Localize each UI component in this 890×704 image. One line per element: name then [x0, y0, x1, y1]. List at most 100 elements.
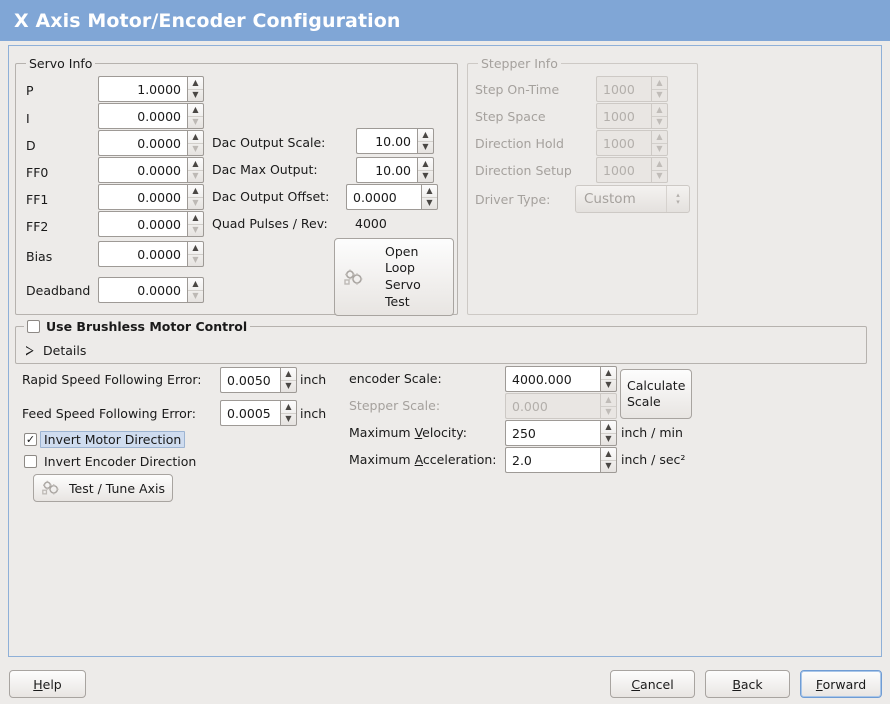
calculate-scale-button[interactable]: Calculate Scale	[620, 369, 692, 419]
spin-up-icon[interactable]: ▲	[605, 421, 612, 431]
spin-down-icon[interactable]: ▼	[188, 253, 203, 267]
servo-spin-deadband-buttons[interactable]: ▲ ▼	[187, 277, 204, 303]
spin-up-icon[interactable]: ▲	[422, 129, 429, 139]
servo-spin-deadband[interactable]: 0.0000 ▲ ▼	[98, 277, 204, 303]
help-button[interactable]: Help	[9, 670, 86, 698]
feed-following-error-value[interactable]: 0.0005	[220, 400, 280, 426]
spin-up-icon[interactable]: ▲	[605, 367, 612, 377]
spin-down-icon[interactable]: ▼	[188, 196, 203, 210]
spin-down-icon[interactable]: ▼	[188, 223, 203, 237]
rapid-following-error-spin[interactable]: 0.0050 ▲ ▼	[220, 367, 297, 393]
spin-up-icon[interactable]: ▲	[192, 77, 199, 87]
feed-following-error-spin[interactable]: 0.0005 ▲ ▼	[220, 400, 297, 426]
servo-spin-p[interactable]: 1.0000 ▲ ▼	[98, 76, 204, 102]
dac-max-output-spin[interactable]: 10.00 ▲ ▼	[356, 157, 434, 183]
spin-up-icon[interactable]: ▲	[192, 242, 199, 252]
servo-spin-ff0[interactable]: 0.0000 ▲ ▼	[98, 157, 204, 183]
spin-down-icon[interactable]: ▼	[188, 142, 203, 156]
spin-up-icon[interactable]: ▲	[285, 368, 292, 378]
chevron-right-icon[interactable]	[26, 346, 34, 356]
spin-down-icon[interactable]: ▼	[188, 289, 203, 303]
servo-spin-ff2-value[interactable]: 0.0000	[98, 211, 187, 237]
invert-motor-direction-checkbox[interactable]: ✓	[24, 433, 37, 446]
rapid-following-error-buttons[interactable]: ▲ ▼	[280, 367, 297, 393]
servo-spin-i[interactable]: 0.0000 ▲ ▼	[98, 103, 204, 129]
servo-label-deadband: Deadband	[26, 283, 91, 298]
encoder-scale-value[interactable]: 4000.000	[505, 366, 600, 392]
spin-up-icon[interactable]: ▲	[426, 185, 433, 195]
encoder-scale-buttons[interactable]: ▲ ▼	[600, 366, 617, 392]
use-brushless-motor-control-checkbox[interactable]	[27, 320, 40, 333]
spin-up-icon[interactable]: ▲	[192, 131, 199, 141]
forward-button[interactable]: Forward	[800, 670, 882, 698]
details-expander[interactable]: Details	[26, 343, 86, 358]
spin-down-icon[interactable]: ▼	[188, 169, 203, 183]
servo-spin-d-value[interactable]: 0.0000	[98, 130, 187, 156]
spin-up-icon[interactable]: ▲	[192, 278, 199, 288]
servo-spin-deadband-value[interactable]: 0.0000	[98, 277, 187, 303]
servo-spin-ff2-buttons[interactable]: ▲ ▼	[187, 211, 204, 237]
maximum-acceleration-buttons[interactable]: ▲ ▼	[600, 447, 617, 473]
maximum-velocity-buttons[interactable]: ▲ ▼	[600, 420, 617, 446]
servo-spin-ff2[interactable]: 0.0000 ▲ ▼	[98, 211, 204, 237]
open-loop-line-2: Loop	[385, 260, 415, 276]
dac-output-offset-buttons[interactable]: ▲ ▼	[421, 184, 438, 210]
window-title: X Axis Motor/Encoder Configuration	[14, 9, 401, 32]
spin-down-icon[interactable]: ▼	[281, 412, 296, 426]
servo-spin-ff0-value[interactable]: 0.0000	[98, 157, 187, 183]
brushless-motor-title-row[interactable]: Use Brushless Motor Control	[24, 319, 251, 334]
dac-output-scale-value[interactable]: 10.00	[356, 128, 417, 154]
servo-spin-i-buttons[interactable]: ▲ ▼	[187, 103, 204, 129]
back-button[interactable]: Back	[705, 670, 790, 698]
spin-down-icon[interactable]: ▼	[418, 169, 433, 183]
servo-spin-bias[interactable]: 0.0000 ▲ ▼	[98, 241, 204, 267]
dac-output-scale-spin[interactable]: 10.00 ▲ ▼	[356, 128, 434, 154]
servo-spin-ff1-value[interactable]: 0.0000	[98, 184, 187, 210]
test-tune-axis-button[interactable]: Test / Tune Axis	[33, 474, 173, 502]
maximum-velocity-spin[interactable]: 250 ▲ ▼	[505, 420, 617, 446]
spin-up-icon[interactable]: ▲	[422, 158, 429, 168]
servo-spin-i-value[interactable]: 0.0000	[98, 103, 187, 129]
servo-spin-ff1[interactable]: 0.0000 ▲ ▼	[98, 184, 204, 210]
servo-spin-p-value[interactable]: 1.0000	[98, 76, 187, 102]
cancel-button[interactable]: Cancel	[610, 670, 695, 698]
servo-spin-d-buttons[interactable]: ▲ ▼	[187, 130, 204, 156]
spin-down-icon[interactable]: ▼	[188, 88, 203, 102]
calculate-scale-label: Calculate Scale	[627, 378, 685, 411]
open-loop-servo-test-button[interactable]: Open Loop Servo Test	[334, 238, 454, 316]
invert-encoder-direction-checkbox[interactable]	[24, 455, 37, 468]
rapid-following-error-value[interactable]: 0.0050	[220, 367, 280, 393]
spin-up-icon[interactable]: ▲	[192, 158, 199, 168]
servo-spin-d[interactable]: 0.0000 ▲ ▼	[98, 130, 204, 156]
spin-up-icon[interactable]: ▲	[192, 104, 199, 114]
maximum-velocity-value[interactable]: 250	[505, 420, 600, 446]
invert-motor-direction-row[interactable]: ✓ Invert Motor Direction	[24, 431, 186, 448]
servo-spin-ff1-buttons[interactable]: ▲ ▼	[187, 184, 204, 210]
spin-down-icon[interactable]: ▼	[422, 196, 437, 210]
spin-down-icon[interactable]: ▼	[601, 378, 616, 392]
spin-down-icon[interactable]: ▼	[418, 140, 433, 154]
spin-down-icon[interactable]: ▼	[601, 459, 616, 473]
dac-output-offset-value[interactable]: 0.0000	[346, 184, 421, 210]
feed-following-error-buttons[interactable]: ▲ ▼	[280, 400, 297, 426]
servo-spin-bias-value[interactable]: 0.0000	[98, 241, 187, 267]
maximum-acceleration-spin[interactable]: 2.0 ▲ ▼	[505, 447, 617, 473]
servo-spin-p-buttons[interactable]: ▲ ▼	[187, 76, 204, 102]
spin-down-icon[interactable]: ▼	[281, 379, 296, 393]
spin-up-icon[interactable]: ▲	[605, 448, 612, 458]
servo-spin-bias-buttons[interactable]: ▲ ▼	[187, 241, 204, 267]
spin-up-icon[interactable]: ▲	[192, 212, 199, 222]
dac-output-offset-spin[interactable]: 0.0000 ▲ ▼	[346, 184, 438, 210]
dac-max-output-buttons[interactable]: ▲ ▼	[417, 157, 434, 183]
maximum-acceleration-value[interactable]: 2.0	[505, 447, 600, 473]
spin-up-icon[interactable]: ▲	[285, 401, 292, 411]
dac-output-scale-buttons[interactable]: ▲ ▼	[417, 128, 434, 154]
servo-spin-ff0-buttons[interactable]: ▲ ▼	[187, 157, 204, 183]
dac-max-output-value[interactable]: 10.00	[356, 157, 417, 183]
spin-up-icon[interactable]: ▲	[192, 185, 199, 195]
calculate-scale-line-1: Calculate	[627, 377, 686, 393]
encoder-scale-spin[interactable]: 4000.000 ▲ ▼	[505, 366, 617, 392]
spin-down-icon[interactable]: ▼	[601, 432, 616, 446]
invert-encoder-direction-row[interactable]: Invert Encoder Direction	[24, 454, 196, 469]
spin-down-icon[interactable]: ▼	[188, 115, 203, 129]
